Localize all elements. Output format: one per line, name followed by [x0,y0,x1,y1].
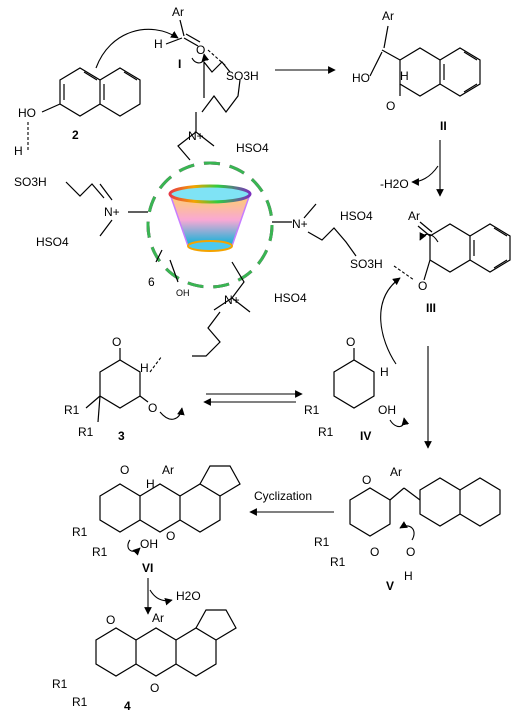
label-n-plus: N+ [292,217,308,231]
label-hso4: HSO4 [274,291,307,305]
intermediate-V: O Ar O O H R1 R1 V [314,465,501,593]
label-ho3s: SO3H [14,175,47,189]
intermediate-II: Ar HO H O II [352,9,481,133]
compound-label-4: 4 [124,699,131,713]
intermediate-VI: O Ar H OH O R1 R1 VI [72,463,241,575]
label-h: H [154,37,163,51]
label-o: O [150,681,159,695]
label-oh: OH [176,288,190,298]
label-o: O [148,401,157,415]
label-o: O [418,279,427,293]
label-r1: R1 [72,695,88,709]
label-ar: Ar [390,465,402,479]
intermediate-I-activated-aldehyde: Ar H O I SO3H [154,5,259,98]
label-o: O [196,43,205,57]
label-ho: HO [18,106,36,120]
compound-label-VI: VI [142,561,153,575]
label-so3h: SO3H [226,69,259,83]
cd-top-rim [168,184,252,204]
label-ar: Ar [162,463,174,477]
product-4-xanthene: O Ar O R1 R1 4 [52,609,237,713]
label-ar: Ar [408,209,420,223]
label-o: O [106,613,115,627]
compound-label-II: II [440,119,447,133]
label-ar: Ar [382,9,394,23]
label-hso4: HSO4 [340,209,373,223]
label-r1: R1 [52,677,68,691]
label-n-plus: N+ [104,205,120,219]
label-ar: Ar [152,611,164,625]
label-o: O [346,335,355,349]
label-hso4: HSO4 [236,141,269,155]
attack-arrow-2-to-aldehyde [95,28,179,69]
label-six: 6 [148,275,155,289]
label-hso4: HSO4 [36,235,69,249]
intermediate-IV-enol: O H OH R1 R1 IV [304,335,410,443]
label-ho: HO [352,71,370,85]
label-r1: R1 [92,545,108,559]
label-r1: R1 [72,525,88,539]
label-o: O [406,545,415,559]
label-oh: OH [140,537,158,551]
compound-3-dione: O O H R1 R1 3 [64,335,185,443]
label-r1: R1 [78,425,94,439]
cyclodextrin-catalyst: N+ HSO4 SO3H N+ HSO4 N+ HSO4 SO3H N+ HSO… [14,79,415,357]
label-r1: R1 [304,403,320,417]
label-h2o: H2O [176,589,201,603]
label-r1: R1 [318,425,334,439]
label-r1: R1 [64,403,80,417]
compound-label-IV: IV [360,429,371,443]
label-n-plus: N+ [224,293,240,307]
label-h: H [146,477,155,491]
compound-label-I: I [178,57,181,71]
label-h: H [14,144,23,158]
label-h: H [404,569,413,583]
label-r1: R1 [314,535,330,549]
label-minus-h2o: -H2O [380,177,409,191]
label-ar: Ar [172,5,184,19]
label-r1: R1 [330,555,346,569]
label-n-plus: N+ [188,129,204,143]
cd-bottom-rim [187,240,233,252]
label-h: H [140,361,149,375]
label-o: O [166,529,175,543]
compound-label-2: 2 [72,128,79,142]
label-o: O [370,545,379,559]
label-h: H [380,365,389,379]
label-oh: OH [378,403,396,417]
label-cyclization: Cyclization [254,489,312,503]
label-o: O [362,473,371,487]
compound-label-V: V [386,579,394,593]
label-h: H [400,69,409,83]
compound-2-naphthol: HO 2 H [14,67,141,158]
label-o: O [120,463,129,477]
label-o: O [112,335,121,349]
compound-label-3: 3 [118,429,125,443]
cd-ring-segment-green [146,161,274,289]
intermediate-III-o-quinone-methide: Ar O III [408,209,511,315]
compound-label-III: III [426,301,436,315]
label-so3h: SO3H [350,257,383,271]
label-o: O [386,99,395,113]
arrow-IV-attack-III [380,277,401,365]
